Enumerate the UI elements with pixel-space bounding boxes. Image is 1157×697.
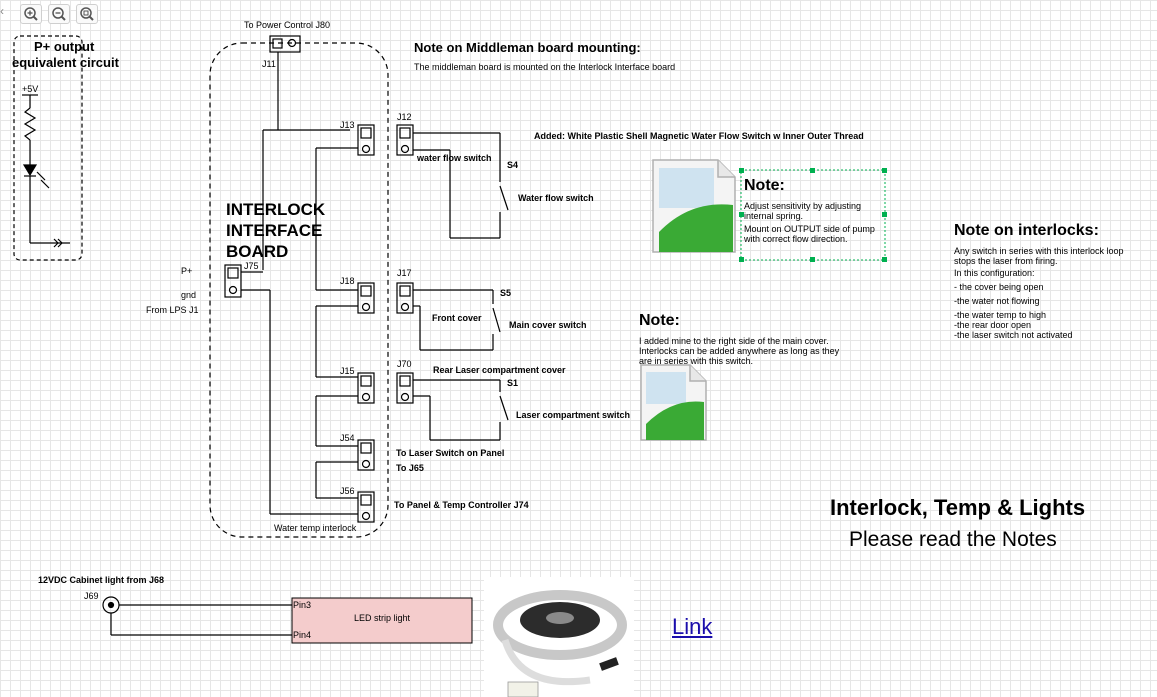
- j15-label: J15: [340, 366, 355, 376]
- j75-connector: [224, 264, 242, 298]
- zoom-in-icon: [24, 7, 38, 21]
- interlocks-note-line: -the rear door open: [954, 320, 1032, 330]
- interlocks-note-line: -the water not flowing: [954, 296, 1040, 306]
- j69-label: J69: [84, 591, 99, 601]
- j11-label: J11: [262, 59, 276, 69]
- interlocks-note-line: -the laser switch not activated: [954, 330, 1073, 340]
- j56-connector: [357, 491, 375, 523]
- interlocks-note-line: -the water temp to high: [954, 310, 1047, 320]
- note1-line: internal spring.: [744, 211, 804, 221]
- cabinet-light-label: 12VDC Cabinet light from J68: [38, 575, 165, 585]
- collapse-arrow-icon[interactable]: ‹: [0, 4, 4, 18]
- pin4-label: Pin4: [293, 630, 312, 640]
- note1-title: Note:: [744, 177, 785, 194]
- interlock-board-outline: [209, 42, 389, 538]
- j18-connector: [357, 282, 375, 314]
- equiv-title-line2: equivalent circuit: [12, 55, 119, 70]
- to-panel-label: To Panel & Temp Controller J74: [394, 500, 529, 510]
- j13-label: J13: [340, 120, 355, 130]
- zoom-in-button[interactable]: [20, 4, 42, 24]
- j17-connector: [396, 282, 414, 314]
- note2-line: are in series with this switch.: [639, 356, 754, 366]
- zoom-out-button[interactable]: [48, 4, 70, 24]
- j11-connector: [269, 35, 301, 53]
- j15-connector: [357, 372, 375, 404]
- s4-label: S4: [507, 160, 519, 170]
- toolbar: ‹: [0, 0, 110, 28]
- interlocks-note-title: Note on interlocks:: [954, 222, 1099, 239]
- j18-label: J18: [340, 276, 355, 286]
- led-strip-box: [291, 597, 473, 644]
- note1-line: Mount on OUTPUT side of pump: [744, 224, 875, 234]
- gnd-label: gnd: [181, 290, 197, 300]
- added-note: Added: White Plastic Shell Magnetic Wate…: [534, 131, 864, 141]
- main-cover-switch-label: Main cover switch: [509, 320, 587, 330]
- page-title: Interlock, Temp & Lights: [830, 495, 1086, 520]
- middleman-note-body: The middleman board is mounted on the In…: [414, 62, 676, 72]
- broken-image-icon-1: [652, 159, 736, 253]
- front-cover-label: Front cover: [432, 313, 482, 323]
- j12-connector: [396, 124, 414, 156]
- s1-label: S1: [507, 378, 519, 388]
- s4-switch-blade: [499, 185, 509, 211]
- interlocks-note-line: Any switch in series with this interlock…: [954, 246, 1124, 256]
- water-flow-small-label: water flow switch: [417, 153, 492, 163]
- board-label-line2: INTERFACE: [226, 221, 323, 240]
- to-laser-switch-label: To Laser Switch on Panel: [396, 448, 505, 458]
- laser-compartment-switch-label: Laser compartment switch: [516, 410, 631, 420]
- board-label-line3: BOARD: [226, 242, 289, 261]
- from-lps-label: From LPS J1: [146, 305, 199, 315]
- led-strip-photo: [484, 577, 634, 697]
- j13-connector: [357, 124, 375, 156]
- j75-label: J75: [244, 261, 259, 271]
- note1-line: with correct flow direction.: [744, 234, 848, 244]
- product-link[interactable]: Link: [672, 614, 713, 639]
- zoom-fit-button[interactable]: [76, 4, 98, 24]
- board-label-line1: INTERLOCK: [226, 200, 326, 219]
- rear-cover-label: Rear Laser compartment cover: [433, 365, 566, 375]
- j17-label: J17: [397, 268, 412, 278]
- water-flow-switch-label: Water flow switch: [518, 193, 594, 203]
- zoom-out-icon: [52, 7, 66, 21]
- zoom-fit-icon: [80, 7, 94, 21]
- equiv-title-line1: P+ output: [34, 39, 95, 54]
- j54-label: J54: [340, 433, 355, 443]
- resistor-symbol: [23, 107, 37, 141]
- middleman-note-title: Note on Middleman board mounting:: [414, 40, 641, 55]
- led-strip-label: LED strip light: [354, 613, 411, 623]
- p-plus-label: P+: [181, 266, 193, 276]
- note1-selection: [739, 168, 887, 262]
- s1-switch-blade: [499, 395, 509, 421]
- power-control-label: To Power Control J80: [244, 20, 331, 30]
- j56-label: J56: [340, 486, 355, 496]
- page-subtitle: Please read the Notes: [849, 528, 1057, 551]
- interlocks-note-line: - the cover being open: [954, 282, 1044, 292]
- interlocks-note-line: In this configuration:: [954, 268, 1035, 278]
- note2-line: Interlocks can be added anywhere as long…: [639, 346, 840, 356]
- to-j65-label: To J65: [396, 463, 424, 473]
- supply-label: +5V: [22, 84, 39, 94]
- j70-connector: [396, 372, 414, 404]
- pin3-label: Pin3: [293, 600, 312, 610]
- interlocks-note-line: stops the laser from firing.: [954, 256, 1058, 266]
- note1-line: Adjust sensitivity by adjusting: [744, 201, 862, 211]
- led-diode-symbol: [22, 164, 38, 177]
- s5-label: S5: [500, 288, 512, 298]
- j54-connector: [357, 439, 375, 471]
- note2-line: I added mine to the right side of the ma…: [639, 336, 829, 346]
- broken-image-icon-2: [640, 364, 707, 441]
- equiv-circuit-frame: [13, 35, 83, 261]
- water-temp-interlock-label: Water temp interlock: [274, 523, 357, 533]
- s5-switch-blade: [492, 307, 501, 333]
- j12-label: J12: [397, 112, 412, 122]
- j70-label: J70: [397, 359, 412, 369]
- note2-title: Note:: [639, 312, 680, 329]
